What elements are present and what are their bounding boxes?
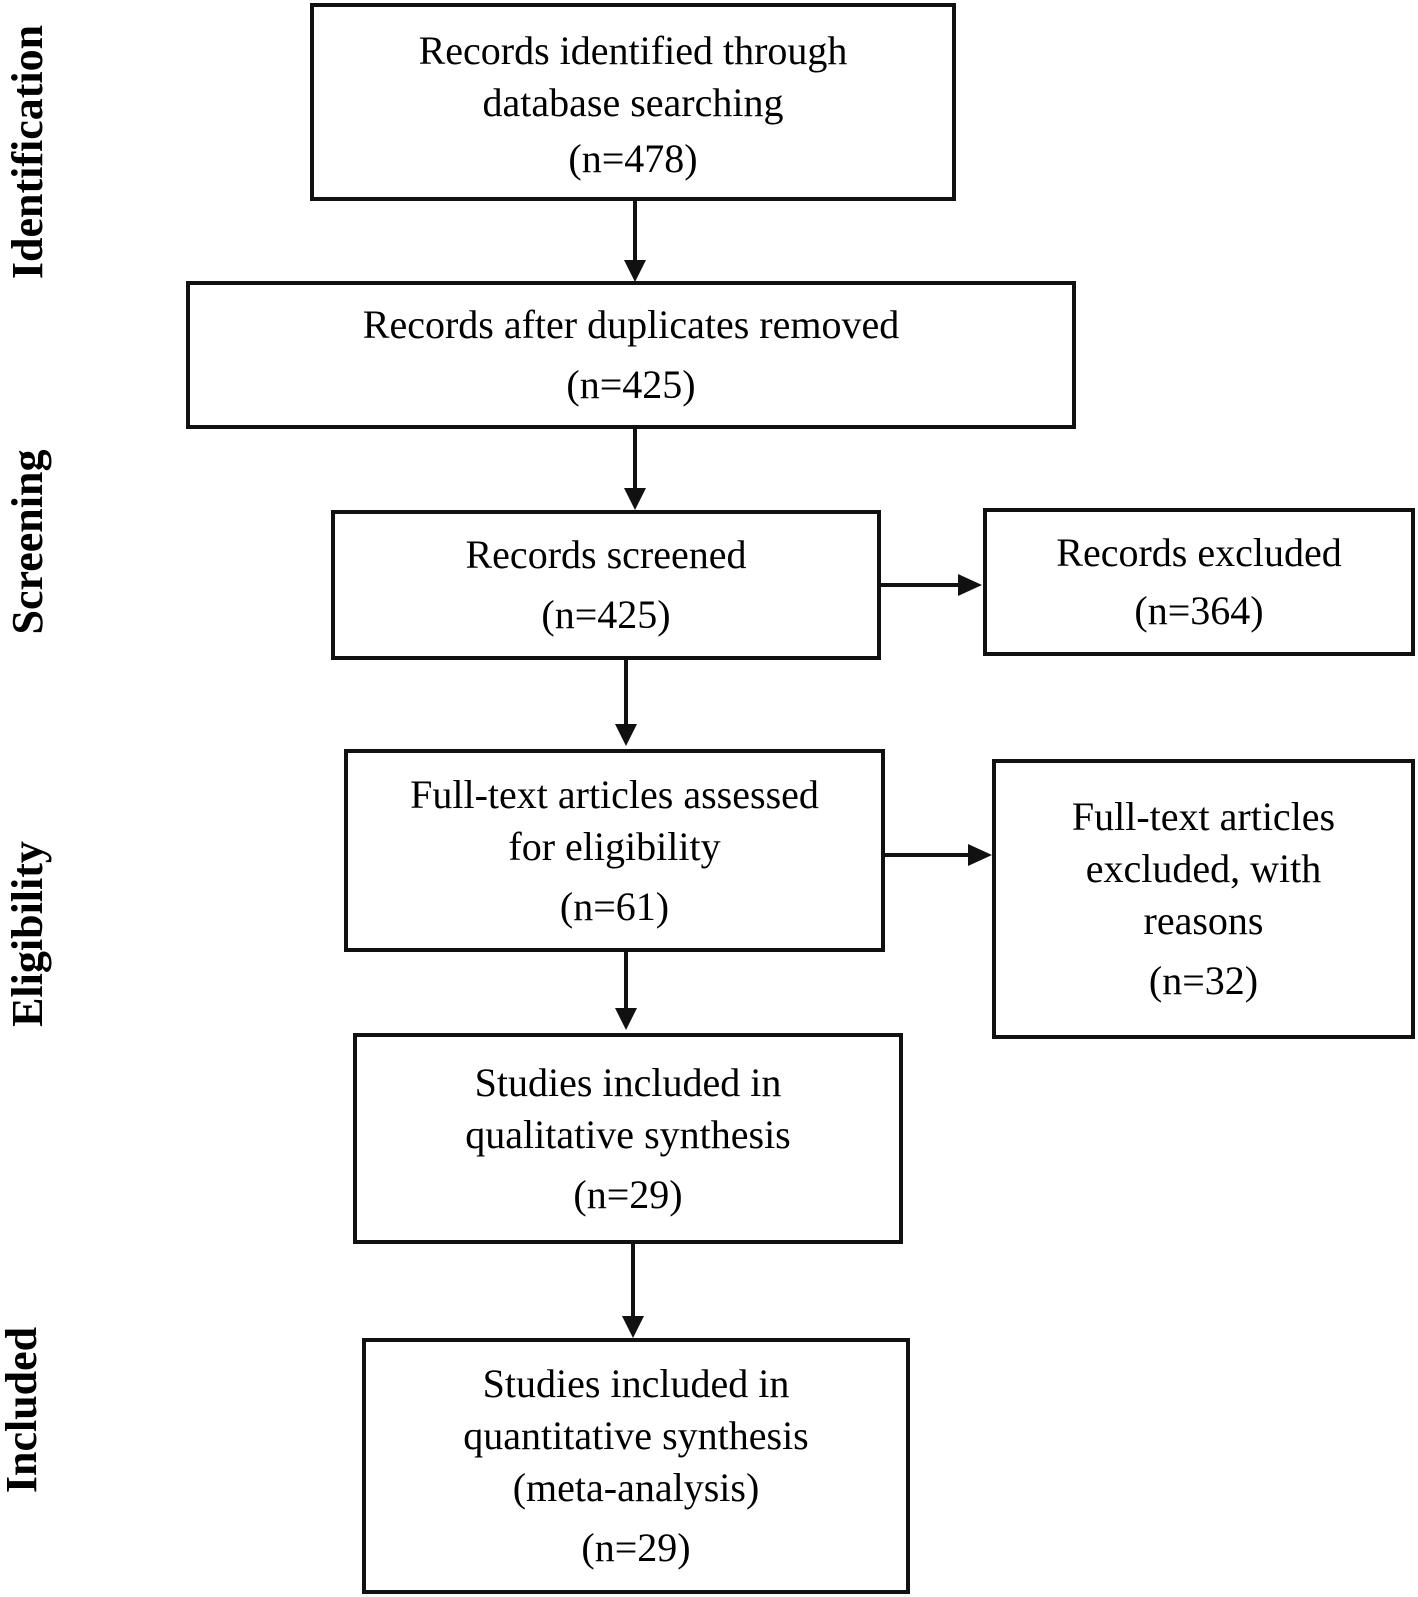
box-line: Records identified through bbox=[418, 28, 848, 73]
box-line: Studies included in bbox=[474, 1059, 782, 1105]
box-line: Records after duplicates removed bbox=[362, 302, 900, 347]
box-line: Records excluded bbox=[1056, 530, 1342, 575]
arrowhead-fulltext-to-excluded bbox=[968, 844, 992, 866]
box-line: Studies included in bbox=[482, 1361, 790, 1406]
box-line: qualitative synthesis bbox=[465, 1111, 791, 1157]
box-line: (meta-analysis) bbox=[512, 1465, 760, 1510]
box-fulltext-excluded: Full-text articles excluded, with reason… bbox=[992, 759, 1415, 1039]
box-count: (n=61) bbox=[559, 883, 670, 929]
box-count: (n=364) bbox=[1134, 588, 1264, 633]
box-line: quantitative synthesis bbox=[463, 1413, 809, 1458]
box-line: Full-text articles assessed bbox=[410, 771, 819, 817]
box-line: for eligibility bbox=[508, 823, 721, 869]
box-line: database searching bbox=[482, 80, 784, 125]
box-qualitative-synthesis: Studies included in qualitative synthesi… bbox=[353, 1033, 903, 1244]
box-records-identified: Records identified through database sear… bbox=[310, 3, 956, 201]
box-count: (n=29) bbox=[581, 1525, 691, 1570]
box-line: Records screened bbox=[465, 532, 747, 577]
arrowhead-fulltext-to-qualitative bbox=[615, 1008, 637, 1030]
box-line: Full-text articles bbox=[1071, 794, 1336, 839]
arrowhead-qualitative-to-quantitative bbox=[622, 1316, 644, 1338]
box-count: (n=478) bbox=[568, 136, 698, 181]
box-count: (n=32) bbox=[1148, 958, 1259, 1003]
box-line: reasons bbox=[1143, 898, 1264, 943]
box-records-deduplicated: Records after duplicates removed (n=425) bbox=[186, 281, 1076, 429]
box-count: (n=425) bbox=[566, 362, 696, 407]
arrowhead-screened-to-fulltext bbox=[615, 724, 637, 746]
box-count: (n=425) bbox=[541, 592, 671, 637]
box-count: (n=29) bbox=[573, 1171, 683, 1217]
box-records-screened: Records screened (n=425) bbox=[331, 510, 881, 660]
arrowhead-identified-to-deduplicated bbox=[624, 260, 646, 282]
box-quantitative-synthesis: Studies included in quantitative synthes… bbox=[362, 1338, 910, 1594]
box-fulltext-assessed: Full-text articles assessed for eligibil… bbox=[344, 749, 885, 952]
arrowhead-deduplicated-to-screened bbox=[624, 488, 646, 510]
box-records-excluded: Records excluded (n=364) bbox=[983, 508, 1415, 656]
arrowhead-screened-to-excluded bbox=[958, 574, 982, 596]
box-line: excluded, with bbox=[1085, 846, 1322, 891]
